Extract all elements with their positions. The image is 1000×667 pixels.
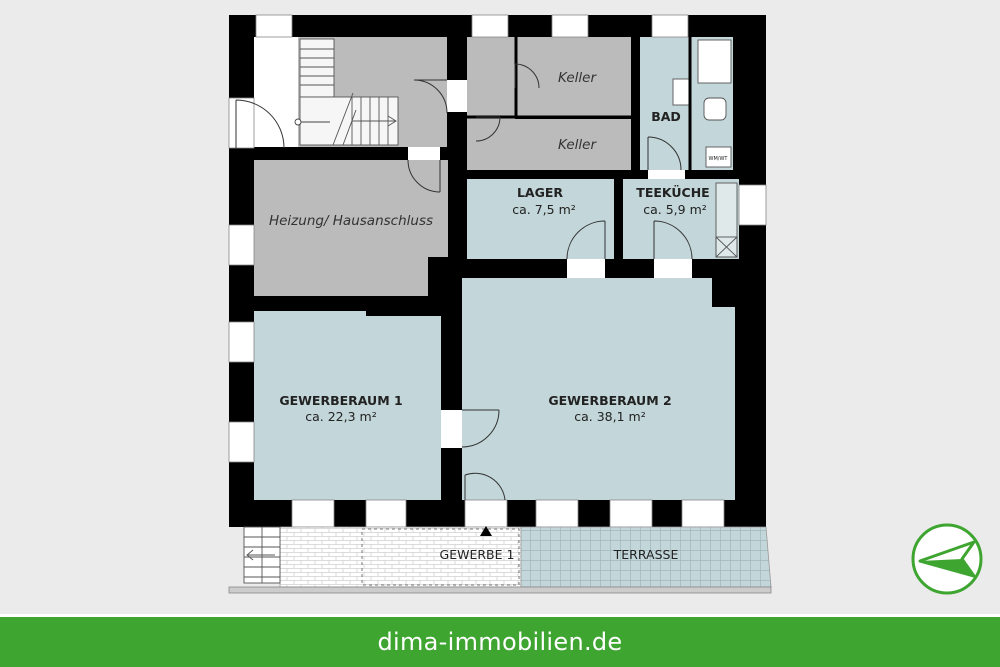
door-opening-bad xyxy=(648,170,685,179)
door-opening-teekueche xyxy=(654,259,692,278)
entrance-triangle-icon xyxy=(480,526,492,536)
gewerbe-dashed-zone xyxy=(361,528,520,586)
windows xyxy=(228,14,767,528)
staircase xyxy=(299,38,399,146)
gewerbe-outdoor-area xyxy=(279,526,522,588)
washer-box xyxy=(705,146,732,168)
floor-plan: Keller Keller BAD WM/WT LAGER ca. 7,5 m²… xyxy=(228,14,772,594)
teekueche-area: ca. 5,9 m² xyxy=(643,202,707,217)
keller-1-label: Keller xyxy=(558,70,597,86)
heizung-room xyxy=(254,160,448,296)
gewerberaum-2-room xyxy=(462,278,735,500)
door-opening-heizung xyxy=(408,147,440,160)
keller-room-2 xyxy=(467,119,631,170)
gewerberaum-2-area: ca. 38,1 m² xyxy=(574,409,645,424)
bad-label: BAD xyxy=(651,109,681,124)
kitchen-counter xyxy=(715,182,738,258)
heizung-label: Heizung/ Hausanschluss xyxy=(269,213,433,229)
gewerberaum-1-room xyxy=(254,311,441,500)
teekueche-label: TEEKÜCHE xyxy=(636,185,709,200)
gewerberaum-1-label: GEWERBERAUM 1 xyxy=(279,393,402,408)
terrasse-label: TERRASSE xyxy=(613,547,679,562)
outside-stairs xyxy=(243,526,281,584)
door-opening-lager xyxy=(567,259,605,278)
ground-edge xyxy=(228,586,772,594)
door-swings xyxy=(235,63,693,501)
shower-tray xyxy=(697,39,732,84)
wm-label: WM/WT xyxy=(709,156,729,162)
lager-area: ca. 7,5 m² xyxy=(512,202,576,217)
toilet xyxy=(703,97,727,121)
gewerberaum-2-label: GEWERBERAUM 2 xyxy=(548,393,671,408)
lager-label: LAGER xyxy=(517,185,563,200)
keller-2-label: Keller xyxy=(558,137,597,153)
washbasin xyxy=(672,78,690,106)
website-link[interactable]: dima-immobilien.de xyxy=(377,628,623,656)
gewerbe-label: GEWERBE 1 xyxy=(440,547,515,562)
door-opening-keller xyxy=(447,80,467,112)
gewerberaum-1-area: ca. 22,3 m² xyxy=(305,409,376,424)
stair-arrow-start xyxy=(294,118,302,126)
lager-room xyxy=(467,179,614,259)
footer-bar: dima-immobilien.de xyxy=(0,614,1000,667)
north-arrow-icon xyxy=(911,523,983,595)
door-opening-between xyxy=(441,410,462,448)
